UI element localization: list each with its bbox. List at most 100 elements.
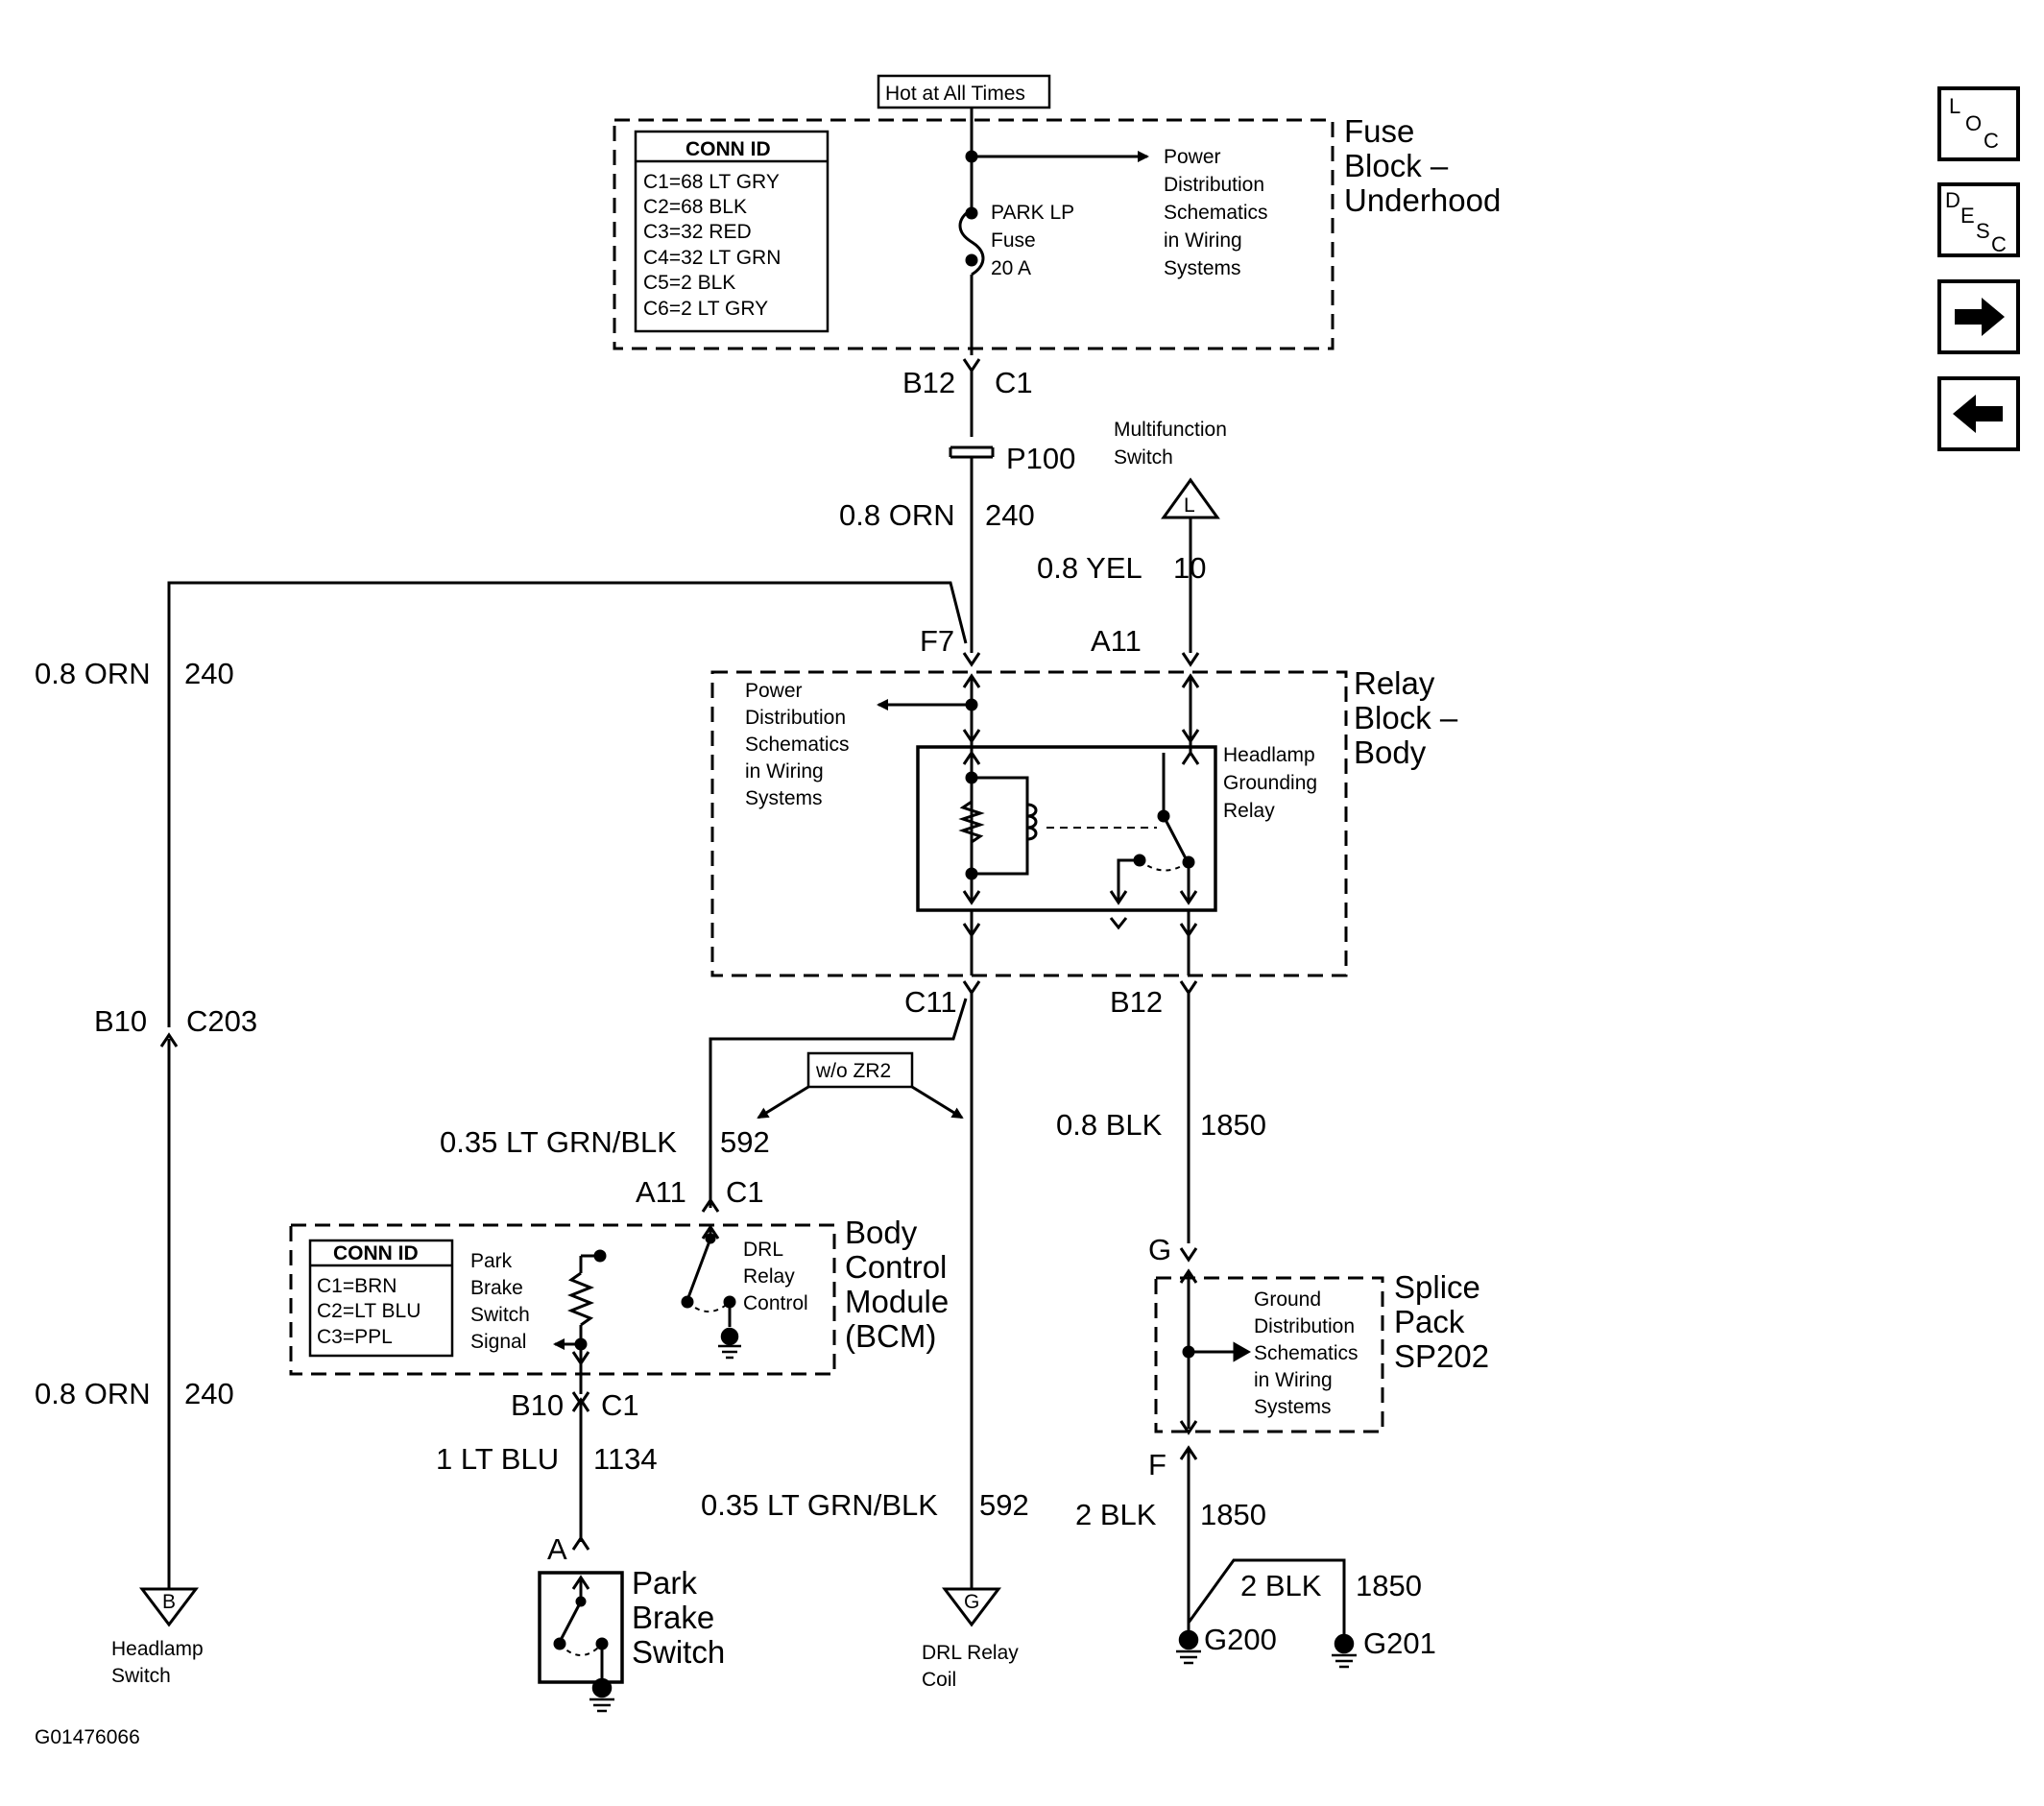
bcm-title-4: (BCM)	[845, 1318, 936, 1354]
ground-symbols	[589, 1327, 1357, 1713]
fuse-block-title-3: Underhood	[1344, 182, 1501, 218]
wire-592-b-num: 592	[979, 1488, 1029, 1522]
fuse-power-dist-4: in Wiring	[1164, 229, 1242, 252]
hot-label-box	[877, 74, 1051, 109]
bcm-title-3: Module	[845, 1284, 949, 1319]
conn-fuse-b12: B12	[902, 366, 955, 399]
fuse-block-outline	[613, 118, 1335, 350]
conn-p100: P100	[1006, 442, 1075, 475]
fuse-power-dist-2: Distribution	[1164, 174, 1264, 196]
conn-b10-bcm: B10	[511, 1388, 564, 1422]
bcm-conn-id-c2: C2=LT BLU	[317, 1300, 421, 1322]
wire-1850-b-num: 1850	[1200, 1498, 1266, 1531]
desc-letter-e: E	[1960, 204, 1975, 228]
right-arrow-icon	[1955, 298, 2005, 336]
conn-c1-bcm-bottom: C1	[601, 1388, 639, 1422]
headlamp-switch-label-2: Switch	[111, 1665, 171, 1687]
fuse-block-title-2: Block –	[1344, 148, 1449, 183]
ground-g201: G201	[1363, 1626, 1436, 1660]
drl-relay-control-3: Control	[743, 1292, 808, 1314]
bcm-conn-id-c3: C3=PPL	[317, 1326, 393, 1348]
ground-dist-4: in Wiring	[1254, 1369, 1333, 1391]
wire-592-to-bcm	[709, 998, 968, 1208]
desc-letter-d: D	[1945, 188, 1960, 212]
park-brake-switch-label-3: Switch	[632, 1634, 725, 1670]
splice-pack-title-3: SP202	[1394, 1338, 1489, 1374]
back-button[interactable]	[1937, 376, 2020, 451]
conn-fuse-c1: C1	[995, 366, 1033, 399]
loc-letter-o: O	[1965, 111, 1982, 135]
drl-relay-coil-label-2: Coil	[922, 1669, 956, 1691]
park-brake-signal-3: Switch	[470, 1304, 530, 1326]
desc-button[interactable]: D E S C	[1937, 182, 2020, 257]
ground-dist-2: Distribution	[1254, 1315, 1355, 1337]
conn-b12-relay: B12	[1110, 985, 1163, 1019]
wire-1850-c-color: 2 BLK	[1240, 1569, 1322, 1602]
wire-240-left-color: 0.8 ORN	[35, 657, 151, 690]
multifunction-switch-label-2: Switch	[1114, 446, 1173, 469]
left-arrow-icon	[1953, 395, 2003, 433]
relay-label-2: Grounding	[1223, 772, 1317, 794]
park-brake-signal-1: Park	[470, 1250, 513, 1272]
loc-letter-c: C	[1984, 129, 1999, 153]
fuse-power-dist-5: Systems	[1164, 257, 1241, 279]
splice-pack-title-1: Splice	[1394, 1269, 1480, 1305]
multifunction-switch-letter: L	[1184, 494, 1195, 517]
drl-relay-coil-letter: G	[964, 1591, 979, 1613]
wire-240-left-num: 240	[184, 657, 234, 690]
relay-power-dist-2: Distribution	[745, 707, 846, 729]
wire-1850-a-color: 0.8 BLK	[1056, 1108, 1163, 1142]
relay-label-1: Headlamp	[1223, 744, 1315, 766]
fuse-conn-id-header: CONN ID	[685, 138, 771, 160]
park-brake-switch-label-1: Park	[632, 1565, 697, 1601]
relay-power-dist-5: Systems	[745, 787, 823, 809]
wire-240-top-num: 240	[985, 498, 1035, 532]
fuse-label-1: PARK LP	[991, 202, 1074, 224]
relay-block-title-3: Body	[1354, 734, 1427, 770]
wire-240-left	[167, 581, 968, 1027]
bcm-conn-id-box	[308, 1239, 454, 1358]
desc-letter-s: S	[1976, 219, 1990, 243]
multifunction-switch-label-1: Multifunction	[1114, 419, 1227, 441]
conn-b10-c203: B10	[94, 1004, 147, 1038]
headlamp-switch-letter: B	[162, 1591, 176, 1613]
headlamp-switch-label-1: Headlamp	[111, 1638, 204, 1660]
conn-f-splice: F	[1148, 1448, 1166, 1481]
fuse-conn-id-c5: C5=2 BLK	[643, 272, 735, 294]
fuse-label-2: Fuse	[991, 229, 1036, 252]
wire-1134-num: 1134	[593, 1442, 658, 1476]
wire-240-low-color: 0.8 ORN	[35, 1377, 151, 1410]
loc-button[interactable]: L O C	[1937, 86, 2020, 161]
wire-240-low-num: 240	[184, 1377, 234, 1410]
relay-power-dist-1: Power	[745, 680, 803, 702]
figure-id: G01476066	[35, 1726, 140, 1748]
loc-letter-l: L	[1949, 94, 1960, 118]
park-brake-signal-2: Brake	[470, 1277, 523, 1299]
wire-1850-c-num: 1850	[1356, 1569, 1422, 1602]
wire-592-a-num: 592	[720, 1125, 770, 1159]
fuse-label-3: 20 A	[991, 257, 1031, 279]
bcm-outline	[289, 1223, 836, 1376]
next-button[interactable]	[1937, 279, 2020, 354]
wire-1850-b-color: 2 BLK	[1075, 1498, 1157, 1531]
drl-relay-control-1: DRL	[743, 1239, 783, 1261]
conn-a11-bcm: A11	[636, 1175, 686, 1209]
fuse-conn-id-c6: C6=2 LT GRY	[643, 298, 768, 320]
relay-power-dist-4: in Wiring	[745, 760, 824, 783]
drl-relay-coil-triangle	[941, 1587, 1002, 1627]
bcm-conn-id-header: CONN ID	[333, 1242, 419, 1264]
relay-label-3: Relay	[1223, 800, 1275, 822]
ground-dist-5: Systems	[1254, 1396, 1332, 1418]
conn-a-pbs: A	[547, 1532, 567, 1566]
fuse-conn-id-c2: C2=68 BLK	[643, 196, 747, 218]
fuse-conn-id-c4: C4=32 LT GRN	[643, 247, 781, 269]
wire-10-num: 10	[1173, 551, 1206, 585]
fuse-conn-id-c3: C3=32 RED	[643, 221, 752, 243]
bcm-title-1: Body	[845, 1215, 918, 1250]
fuse-conn-id-c1: C1=68 LT GRY	[643, 171, 780, 193]
splice-pack-outline	[1154, 1276, 1384, 1433]
drl-relay-coil-label-1: DRL Relay	[922, 1642, 1019, 1664]
ground-dist-3: Schematics	[1254, 1342, 1359, 1364]
relay-block-title-1: Relay	[1354, 665, 1435, 701]
